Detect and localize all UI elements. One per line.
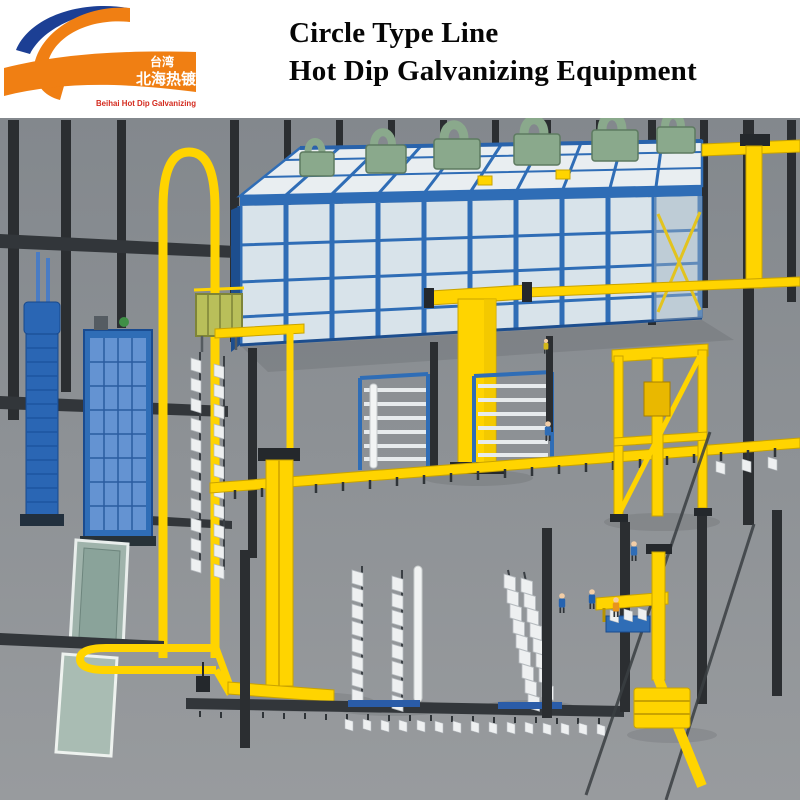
cabinet-green-unit bbox=[119, 317, 129, 327]
control-pedestal bbox=[196, 676, 210, 692]
cabinet-top-box bbox=[94, 316, 108, 330]
page-title: Circle Type Line Hot Dip Galvanizing Equ… bbox=[289, 14, 697, 91]
header: 台湾 北海热镀 Beihai Hot Dip Galvanizing Circl… bbox=[0, 0, 800, 118]
overhead-conveyor-loop bbox=[158, 147, 220, 658]
white-pipe bbox=[369, 383, 378, 469]
worker bbox=[558, 593, 566, 613]
roof-box bbox=[477, 175, 493, 186]
equipment-base bbox=[20, 514, 64, 526]
worker bbox=[544, 421, 552, 441]
oven-building bbox=[231, 118, 704, 352]
top-right-monorail bbox=[701, 134, 800, 289]
roof-ventilation-units bbox=[299, 118, 696, 177]
title-line-2: Hot Dip Galvanizing Equipment bbox=[289, 55, 697, 88]
logo-text-cn-top: 台湾 bbox=[150, 54, 174, 69]
worker bbox=[630, 541, 638, 561]
logo-text-en: Beihai Hot Dip Galvanizing bbox=[96, 98, 196, 108]
worker bbox=[612, 597, 620, 617]
logo-orange-glyph bbox=[34, 7, 130, 101]
logo-text-cn-main: 北海热镀 bbox=[136, 70, 197, 88]
roof-box bbox=[555, 169, 571, 180]
conveyor-loop-track bbox=[158, 147, 220, 658]
worker bbox=[543, 338, 549, 354]
title-line-1: Circle Type Line bbox=[289, 17, 499, 49]
oven-fascia bbox=[240, 186, 702, 206]
workers bbox=[543, 338, 638, 617]
right-gantry-lift bbox=[610, 343, 712, 522]
worker bbox=[588, 589, 596, 609]
mid-structural-columns bbox=[248, 336, 553, 558]
loading-elevator bbox=[196, 448, 335, 703]
hanging-parts-rack-bottom-left bbox=[348, 565, 423, 712]
plant-scene bbox=[0, 118, 800, 800]
brand-logo: 台湾 北海热镀 Beihai Hot Dip Galvanizing bbox=[0, 0, 200, 118]
hanging-parts-rack-left bbox=[190, 352, 225, 580]
lift-platform bbox=[633, 687, 691, 729]
logo-orange-band bbox=[4, 51, 196, 96]
plant-3d-render bbox=[0, 118, 800, 800]
equipment-top-tank bbox=[23, 301, 61, 335]
bottom-right-lift bbox=[633, 544, 707, 788]
logo-blue-swoosh bbox=[16, 5, 128, 54]
bottom-conveyor-beam bbox=[186, 698, 624, 737]
left-process-equipment bbox=[20, 252, 156, 546]
equipment-pipe bbox=[36, 252, 40, 334]
gantry-trolley bbox=[643, 381, 671, 417]
tank bbox=[54, 652, 119, 758]
equipment-pipe bbox=[46, 258, 50, 334]
feed-rail bbox=[214, 323, 305, 339]
brand-logo-graphic: 台湾 北海热镀 Beihai Hot Dip Galvanizing bbox=[4, 5, 197, 108]
hanging-parts-rack-mid-left bbox=[358, 372, 430, 470]
equipment-tower-body bbox=[25, 333, 59, 517]
white-pipe bbox=[413, 565, 423, 703]
